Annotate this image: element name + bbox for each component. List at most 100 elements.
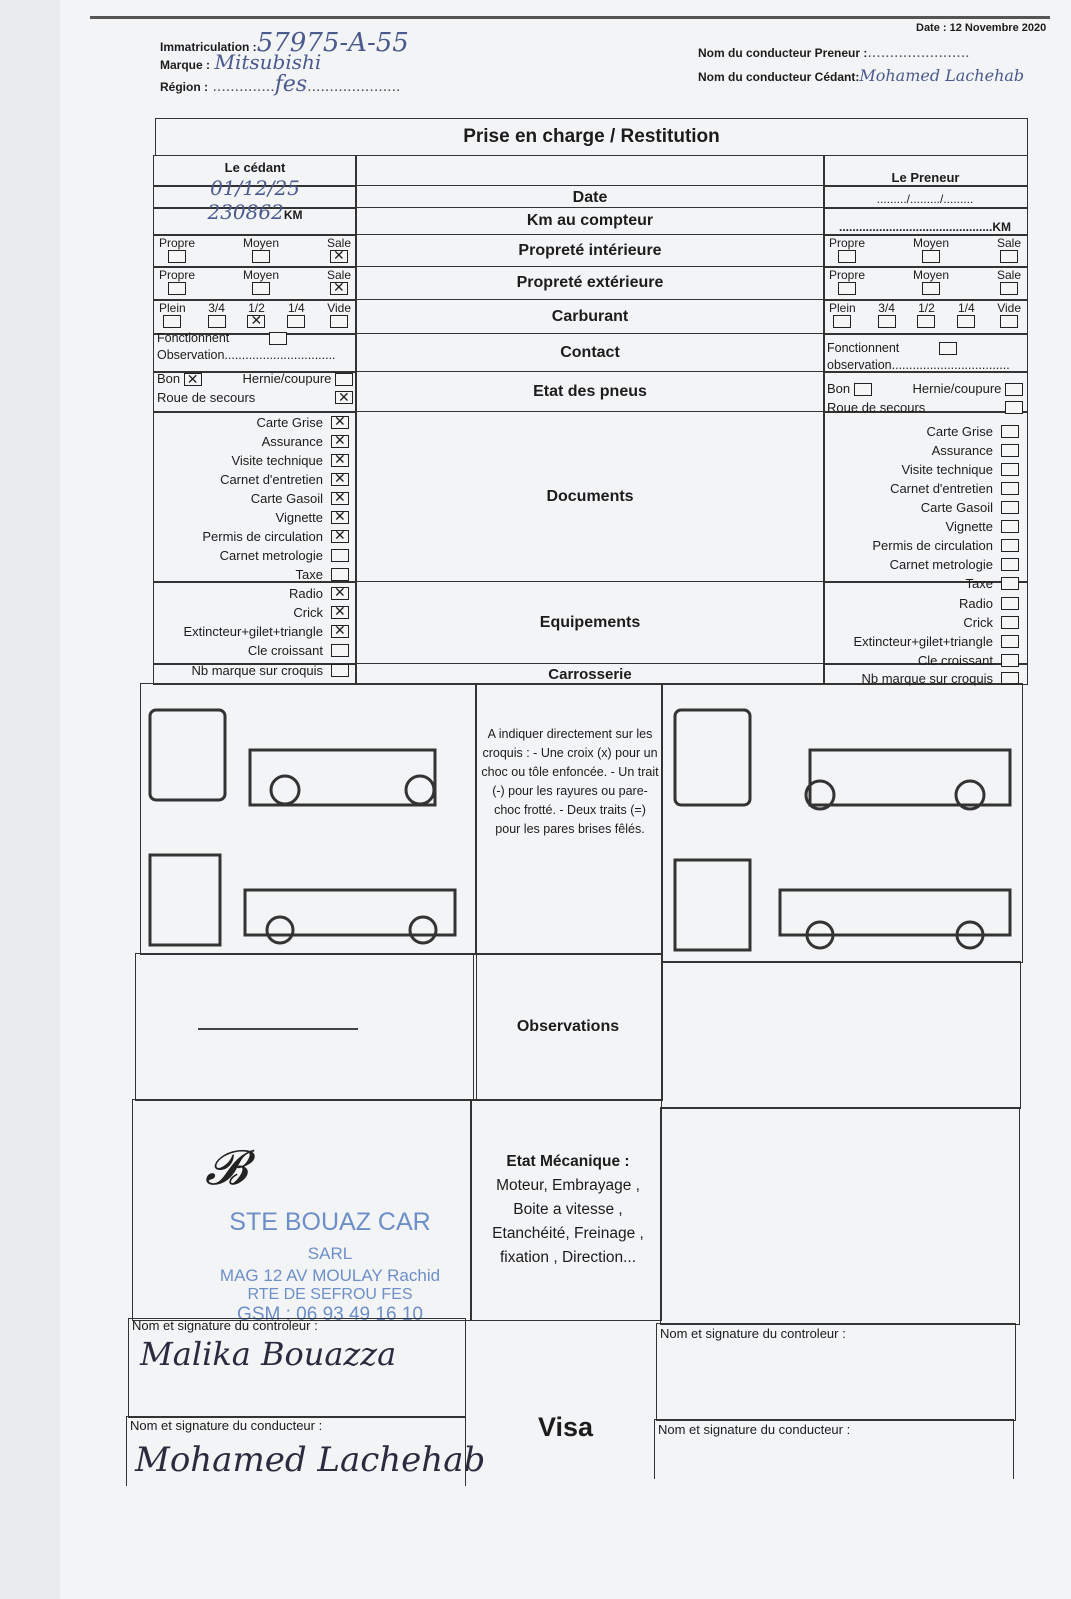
hernie-option[interactable]: Hernie/coupure: [243, 369, 353, 388]
roue-secours-option[interactable]: Roue de secours: [157, 388, 353, 407]
checklist-item[interactable]: Crick: [161, 603, 349, 622]
option-propre[interactable]: Propre: [829, 268, 865, 295]
checkbox[interactable]: [252, 282, 270, 295]
conducteur-preneur[interactable]: [654, 1419, 1014, 1479]
checklist-item[interactable]: Carte Grise: [831, 422, 1019, 441]
checklist-item[interactable]: Visite technique: [161, 451, 349, 470]
checkbox[interactable]: [1000, 315, 1019, 328]
checkbox[interactable]: [999, 282, 1018, 295]
checklist-item[interactable]: Taxe: [161, 565, 349, 584]
conducteur-cedant[interactable]: [126, 1416, 466, 1486]
mecanique-preneur[interactable]: [660, 1107, 1020, 1325]
roue-secours-option[interactable]: Roue de secours: [827, 398, 1023, 417]
checklist-item[interactable]: Vignette: [161, 508, 349, 527]
option-3-4[interactable]: 3/4: [207, 301, 226, 328]
checkbox[interactable]: [331, 527, 349, 544]
checklist-item[interactable]: Carnet d'entretien: [161, 470, 349, 489]
option-moyen[interactable]: Moyen: [243, 268, 279, 295]
checklist-item[interactable]: Assurance: [831, 441, 1019, 460]
cedant-km[interactable]: 230862: [207, 200, 284, 224]
option-1-4[interactable]: 1/4: [287, 301, 306, 328]
preneur-km[interactable]: ........................................…: [838, 220, 1012, 234]
option-1-4[interactable]: 1/4: [957, 301, 976, 328]
option-propre[interactable]: Propre: [159, 268, 195, 295]
option-propre[interactable]: Propre: [829, 236, 865, 263]
checkbox[interactable]: [183, 370, 202, 389]
checklist-item[interactable]: Vignette: [831, 517, 1019, 536]
checkbox[interactable]: [1001, 539, 1019, 552]
checkbox[interactable]: [1001, 425, 1019, 438]
checklist-item[interactable]: Carnet d'entretien: [831, 479, 1019, 498]
checkbox[interactable]: [1001, 558, 1019, 571]
checklist-item[interactable]: Carnet metrologie: [161, 546, 349, 565]
checkbox[interactable]: [207, 315, 226, 328]
checklist-item[interactable]: Radio: [161, 584, 349, 603]
checklist-item[interactable]: Assurance: [161, 432, 349, 451]
checklist-item[interactable]: Permis de circulation: [831, 536, 1019, 555]
checkbox[interactable]: [331, 549, 349, 562]
checkbox[interactable]: [329, 247, 348, 264]
checkbox[interactable]: [957, 315, 976, 328]
preneur-sketch[interactable]: [661, 683, 1023, 963]
checklist-item[interactable]: Visite technique: [831, 460, 1019, 479]
checkbox[interactable]: [331, 584, 349, 601]
fonctionnent-field[interactable]: Fonctionnent: [157, 330, 355, 347]
observations-preneur[interactable]: [661, 961, 1021, 1109]
observations-cedant[interactable]: [135, 953, 477, 1101]
checkbox[interactable]: [335, 373, 353, 387]
checklist-item[interactable]: Cle croissant: [161, 641, 349, 660]
checkbox[interactable]: [1001, 463, 1019, 476]
option-moyen[interactable]: Moyen: [913, 268, 949, 295]
cedant-date[interactable]: 01/12/25: [210, 176, 300, 200]
checklist-item[interactable]: Extincteur+gilet+triangle: [831, 632, 1019, 651]
checkbox[interactable]: [877, 315, 896, 328]
checkbox[interactable]: [1001, 501, 1019, 514]
checklist-item[interactable]: Carte Gasoil: [161, 489, 349, 508]
checklist-item[interactable]: Carnet metrologie: [831, 555, 1019, 574]
option-plein[interactable]: Plein: [159, 301, 186, 328]
checkbox[interactable]: [331, 451, 349, 468]
checklist-item[interactable]: Carte Gasoil: [831, 498, 1019, 517]
checkbox[interactable]: [168, 282, 187, 295]
option-propre[interactable]: Propre: [159, 236, 195, 263]
checkbox[interactable]: [252, 250, 270, 263]
checkbox[interactable]: [331, 622, 349, 639]
checkbox[interactable]: [917, 315, 936, 328]
option-vide[interactable]: Vide: [997, 301, 1021, 328]
checkbox[interactable]: [331, 568, 349, 581]
checkbox[interactable]: [331, 664, 349, 677]
observation-field[interactable]: Observation.............................…: [157, 348, 336, 362]
checkbox[interactable]: [287, 315, 306, 328]
checkbox[interactable]: [1005, 401, 1023, 414]
option-moyen[interactable]: Moyen: [243, 236, 279, 263]
checkbox[interactable]: [1001, 654, 1019, 667]
hernie-option[interactable]: Hernie/coupure: [913, 379, 1023, 398]
option-sale[interactable]: Sale: [327, 236, 351, 264]
checkbox[interactable]: [329, 279, 348, 296]
checklist-item[interactable]: Cle croissant: [831, 651, 1019, 670]
option-1-2[interactable]: 1/2: [247, 301, 266, 329]
checkbox[interactable]: [335, 388, 353, 407]
preneur-nb-marque[interactable]: Nb marque sur croquis: [825, 669, 1025, 688]
checkbox[interactable]: [922, 282, 940, 295]
checkbox[interactable]: [853, 383, 872, 397]
checkbox[interactable]: [922, 250, 940, 263]
checklist-item[interactable]: Crick: [831, 613, 1019, 632]
fonctionnent-field[interactable]: Fonctionnent: [827, 340, 1025, 357]
checkbox[interactable]: [1001, 444, 1019, 457]
checkbox[interactable]: [1001, 616, 1019, 629]
controleur-cedant[interactable]: [128, 1318, 466, 1418]
option-sale[interactable]: Sale: [997, 236, 1021, 263]
checkbox[interactable]: [1005, 383, 1023, 397]
checkbox[interactable]: [1001, 597, 1019, 610]
checkbox[interactable]: [999, 250, 1018, 263]
checkbox[interactable]: [939, 342, 958, 356]
checkbox[interactable]: [838, 282, 857, 295]
checklist-item[interactable]: Permis de circulation: [161, 527, 349, 546]
option-vide[interactable]: Vide: [327, 301, 351, 328]
checkbox[interactable]: [331, 413, 349, 430]
observation-field[interactable]: observation.............................…: [827, 358, 1010, 372]
controleur-preneur[interactable]: [656, 1323, 1016, 1421]
checkbox[interactable]: [330, 315, 349, 328]
checkbox[interactable]: [331, 508, 349, 525]
